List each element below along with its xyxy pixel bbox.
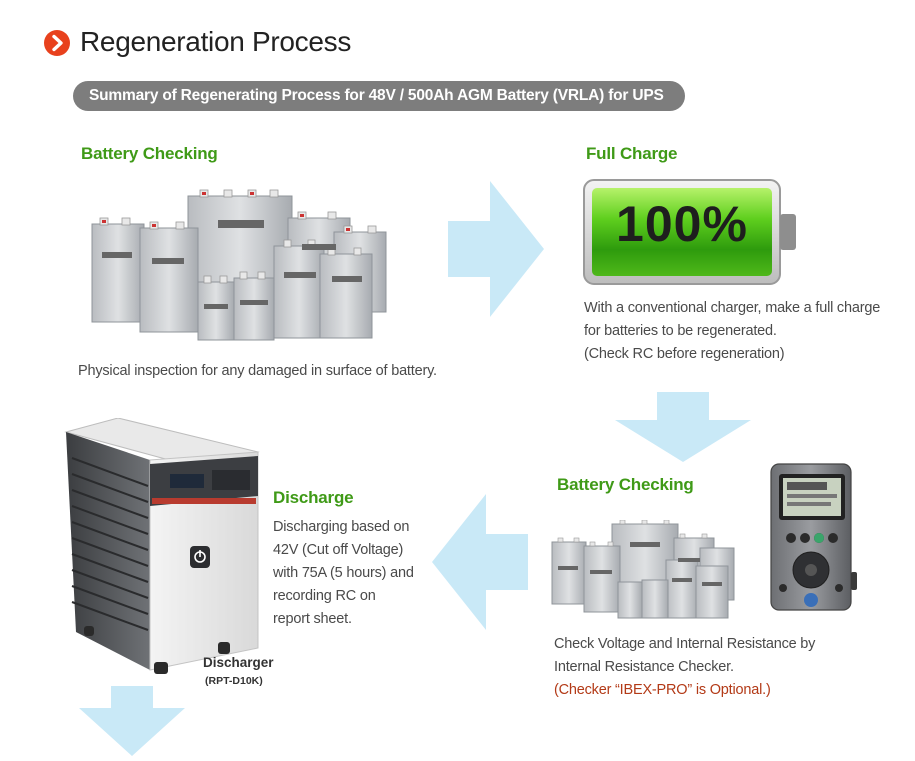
description-line: recording RC on: [273, 588, 376, 604]
step-description-battery-checking: Physical inspection for any damaged in s…: [78, 363, 437, 379]
device-model-label: (RPT-D10K): [205, 675, 263, 687]
step-heading-discharge: Discharge: [273, 488, 354, 507]
step-heading-full-charge: Full Charge: [586, 144, 678, 163]
step-heading-battery-checking-2: Battery Checking: [557, 475, 694, 494]
description-line: report sheet.: [273, 611, 352, 627]
arrow-left-icon: [428, 494, 528, 630]
description-line: (Check RC before regeneration): [584, 346, 785, 362]
step-description-discharge: Discharging based on 42V (Cut off Voltag…: [273, 516, 414, 631]
arrow-down-icon-bottom: [79, 686, 185, 756]
discharger-device-image: [58, 418, 268, 678]
optional-checker-note: (Checker “IBEX-PRO” is Optional.): [554, 682, 771, 698]
description-line: 42V (Cut off Voltage): [273, 542, 404, 558]
description-line: Internal Resistance Checker.: [554, 659, 734, 675]
arrow-down-icon: [615, 392, 751, 462]
battery-group-image-small: [550, 520, 740, 620]
description-line: Discharging based on: [273, 519, 410, 535]
battery-full-icon: 100%: [582, 178, 802, 286]
page-title: Regeneration Process: [80, 26, 352, 57]
battery-percentage-label: 100%: [616, 196, 748, 252]
step-description-battery-checking-2: Check Voltage and Internal Resistance by…: [554, 633, 815, 702]
device-name-label: Discharger: [203, 655, 274, 670]
step-heading-battery-checking: Battery Checking: [81, 144, 218, 163]
internal-resistance-checker-image: [767, 462, 859, 614]
arrow-right-icon: [448, 181, 548, 317]
step-description-full-charge: With a conventional charger, make a full…: [584, 297, 880, 366]
description-line: with 75A (5 hours) and: [273, 565, 414, 581]
battery-group-image: [88, 184, 393, 344]
description-line: With a conventional charger, make a full…: [584, 300, 881, 316]
summary-banner: Summary of Regenerating Process for 48V …: [73, 81, 685, 111]
description-line: Check Voltage and Internal Resistance by: [554, 636, 816, 652]
description-line: for batteries to be regenerated.: [584, 323, 777, 339]
chevron-right-circle-icon: [43, 29, 71, 57]
